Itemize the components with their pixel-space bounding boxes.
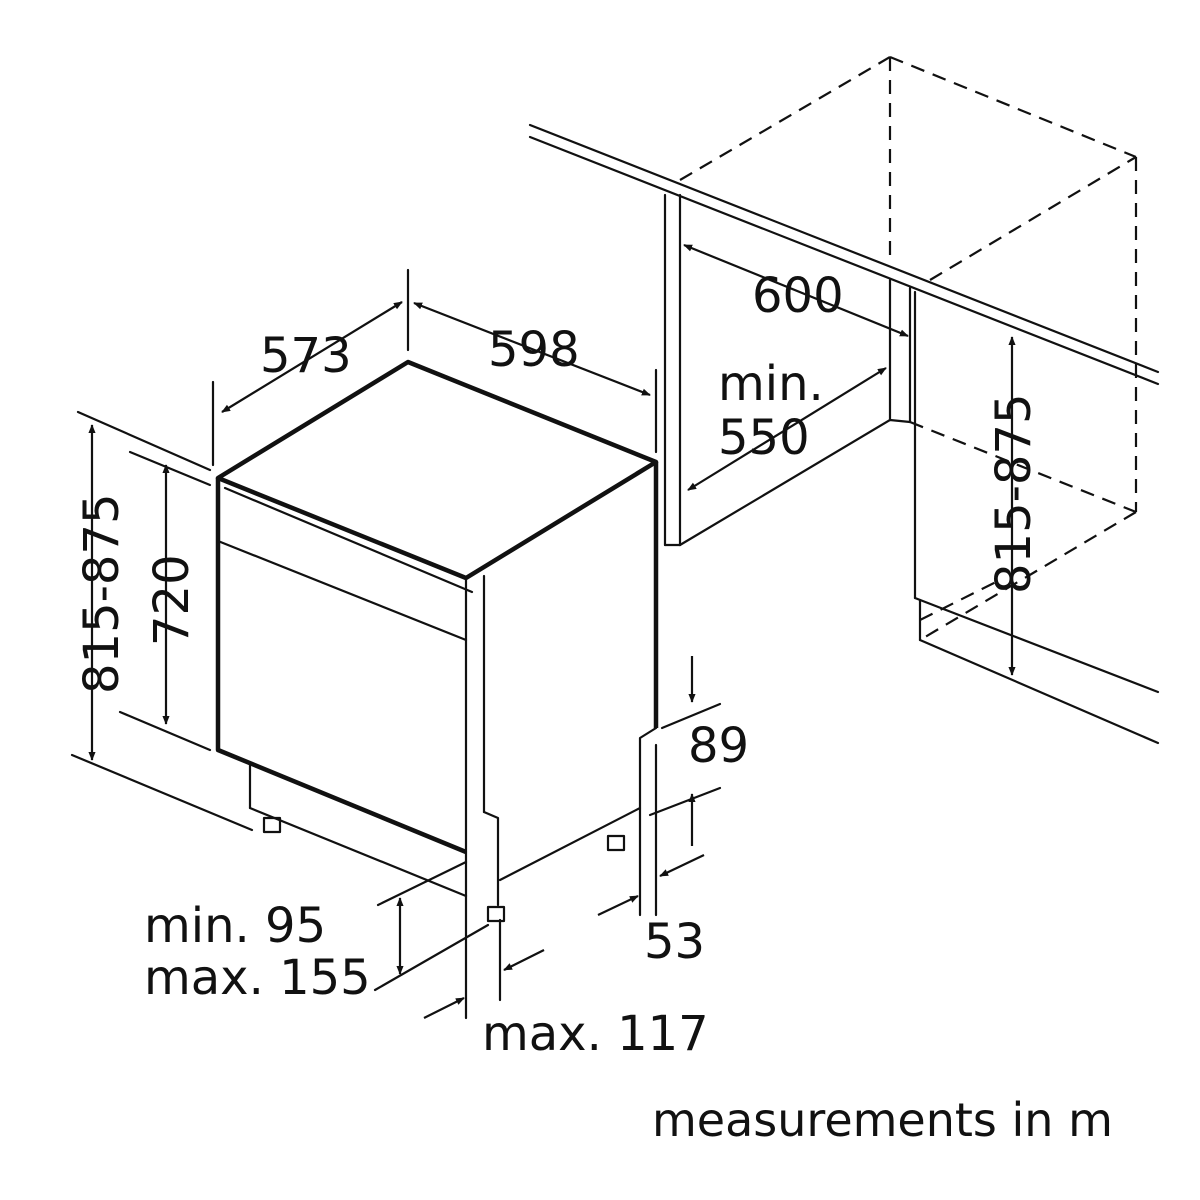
foot-back-right [606, 834, 626, 852]
label-plinth-offset: 89 [688, 718, 749, 774]
dashed-cabinet-outline [679, 55, 1138, 641]
dim-598-line [413, 301, 651, 397]
back-post-bottom [888, 418, 912, 424]
right-cabinet-floor [918, 638, 1160, 745]
label-niche-width: 600 [752, 268, 844, 324]
dim-53-line-left [597, 895, 639, 916]
dimension-labels: 573 598 600 min. 550 815-875 815-875 720… [74, 268, 1042, 1062]
label-depth: 573 [260, 328, 352, 384]
base-bottom [248, 806, 468, 898]
label-body-height: 720 [144, 554, 200, 646]
label-total-height: 815-875 [74, 493, 130, 694]
dishwasher-top [215, 359, 659, 581]
cabinet-niche [528, 55, 1160, 745]
control-panel-line [216, 539, 468, 642]
dishwasher-body [215, 359, 659, 923]
right-notch [498, 726, 658, 882]
top-panel-line [223, 486, 474, 594]
label-niche-height: 815-875 [986, 393, 1042, 594]
units-note: measurements in m [652, 1093, 1113, 1147]
dim-573-line [221, 301, 403, 413]
label-plinth-height-2: max. 155 [144, 950, 371, 1006]
label-plinth-gap: max. 117 [482, 1006, 709, 1062]
label-plinth-height-1: min. 95 [144, 898, 326, 954]
dimension-lines [70, 243, 1016, 1020]
label-niche-depth-1: min. [718, 356, 824, 412]
label-plinth-depth: 53 [644, 914, 705, 970]
countertop-edge-bottom [528, 135, 1160, 386]
foot-front-left [262, 816, 282, 834]
dim-550-line [687, 367, 887, 491]
dim-117-line-right [503, 949, 545, 971]
dishwasher-front [215, 478, 467, 855]
right-cabinet-top-plinth [913, 596, 1160, 694]
dim-117-line-left [423, 997, 465, 1019]
label-width: 598 [488, 322, 580, 378]
dim-53-line-right [659, 854, 705, 877]
dim-600-line [683, 243, 909, 338]
label-niche-depth-2: 550 [718, 410, 810, 466]
foot-front-right [486, 905, 506, 923]
door-step [482, 810, 500, 907]
countertop-edge-top [528, 123, 1160, 374]
